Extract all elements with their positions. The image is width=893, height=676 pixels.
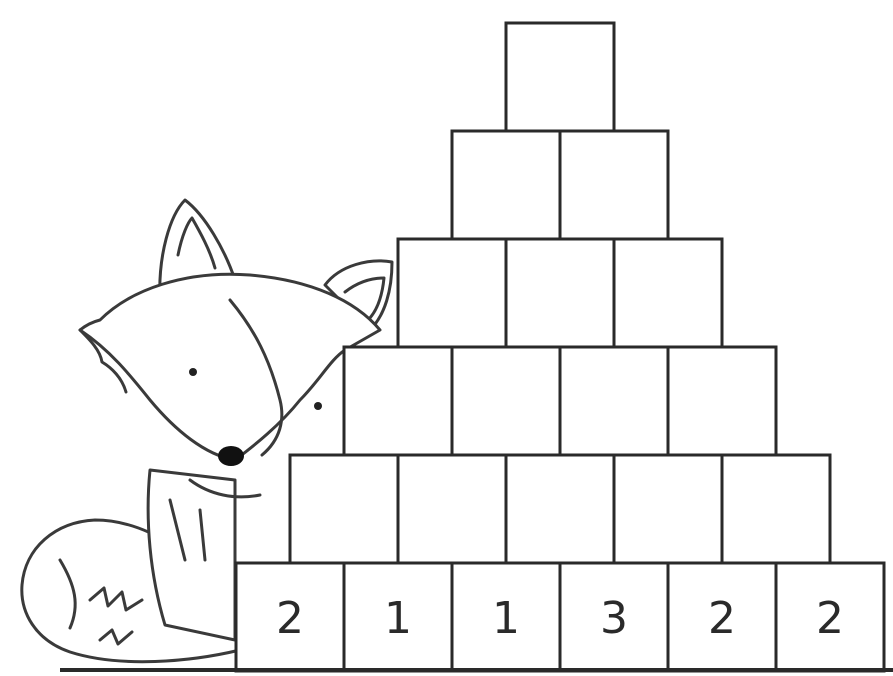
- empty-block[interactable]: [560, 131, 668, 239]
- empty-block[interactable]: [398, 239, 506, 347]
- empty-block[interactable]: [452, 347, 560, 455]
- empty-block[interactable]: [614, 239, 722, 347]
- base-block-value: 2: [708, 593, 736, 644]
- base-block-value: 2: [816, 593, 844, 644]
- empty-block[interactable]: [560, 347, 668, 455]
- base-block-value: 1: [384, 593, 412, 644]
- empty-block[interactable]: [506, 239, 614, 347]
- empty-block[interactable]: [614, 455, 722, 563]
- empty-block[interactable]: [452, 131, 560, 239]
- base-block-value: 1: [492, 593, 520, 644]
- empty-block[interactable]: [398, 455, 506, 563]
- empty-block[interactable]: [344, 347, 452, 455]
- empty-block[interactable]: [290, 455, 398, 563]
- empty-block[interactable]: [668, 347, 776, 455]
- empty-block[interactable]: [506, 455, 614, 563]
- base-block-value: 3: [600, 593, 628, 644]
- base-block-value: 2: [276, 593, 304, 644]
- empty-block[interactable]: [506, 23, 614, 131]
- empty-block[interactable]: [722, 455, 830, 563]
